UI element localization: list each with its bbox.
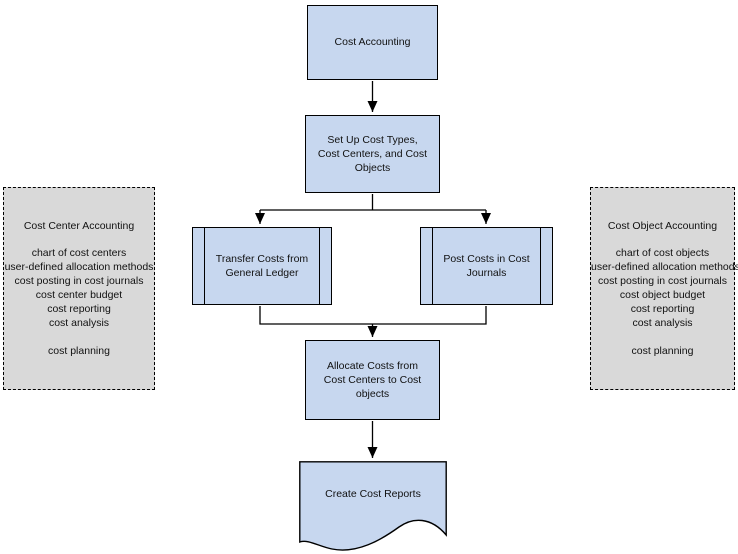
predefined-process-stripe: [432, 228, 434, 304]
node-allocate-costs: Allocate Costs from Cost Centers to Cost…: [305, 340, 440, 420]
note-cost-object-accounting: Cost Object Accounting chart of cost obj…: [590, 187, 738, 390]
note-line: cost object budget: [619, 289, 706, 301]
note-line: cost posting in cost journals: [598, 275, 727, 287]
note-cost-center-accounting: Cost Center Accounting chart of cost cen…: [3, 187, 155, 390]
note-line: cost planning: [48, 345, 110, 357]
connector-merge-trunk: [259, 306, 487, 325]
connector-branch-trunk: [260, 194, 486, 211]
node-label: Post Costs in Cost Journals: [443, 252, 530, 279]
note-title: Cost Object Accounting: [607, 220, 718, 232]
node-setup-cost-types: Set Up Cost Types, Cost Centers, and Cos…: [305, 115, 440, 193]
predefined-process-stripe: [204, 228, 206, 304]
node-label: Allocate Costs from Cost Centers to Cost…: [323, 359, 422, 401]
note-line: user-defined allocation methods: [4, 261, 154, 273]
note-line: cost reporting: [47, 303, 111, 315]
node-label: Set Up Cost Types, Cost Centers, and Cos…: [317, 133, 428, 175]
note-line: cost reporting: [630, 303, 695, 315]
node-label: Cost Accounting: [334, 36, 411, 49]
predefined-process-stripe: [539, 228, 541, 304]
node-post-costs: Post Costs in Cost Journals: [420, 227, 553, 305]
node-transfer-costs: Transfer Costs from General Ledger: [192, 227, 332, 305]
node-create-cost-reports-shape: [299, 461, 447, 551]
note-line: user-defined allocation methods: [591, 261, 738, 273]
note-line: chart of cost centers: [31, 247, 127, 259]
note-line: cost analysis: [48, 317, 110, 329]
node-label: Create Cost Reports: [325, 487, 421, 500]
note-line: cost planning: [631, 345, 694, 357]
node-label: Transfer Costs from General Ledger: [215, 252, 309, 279]
note-line: cost posting in cost journals: [14, 275, 144, 287]
note-line: cost analysis: [632, 317, 693, 329]
note-title: Cost Center Accounting: [23, 220, 135, 232]
predefined-process-stripe: [318, 228, 320, 304]
node-cost-accounting: Cost Accounting: [307, 5, 438, 80]
note-line: chart of cost objects: [615, 247, 710, 259]
node-create-cost-reports: Create Cost Reports: [299, 461, 447, 527]
note-line: cost center budget: [35, 289, 123, 301]
